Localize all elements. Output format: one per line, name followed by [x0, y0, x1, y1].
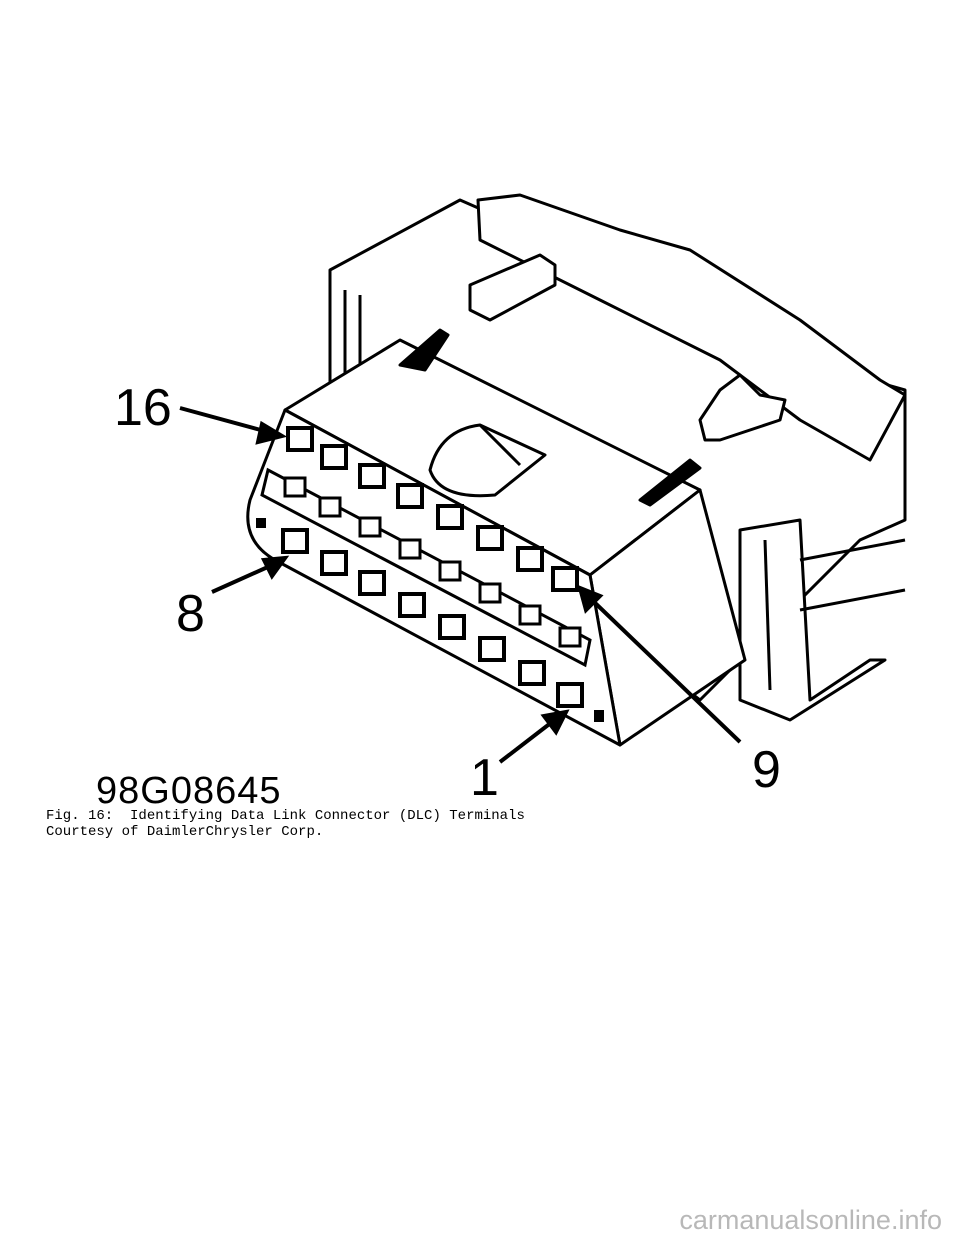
arrow-pin8: [211, 564, 271, 594]
leader-arrows: [179, 406, 742, 764]
watermark: carmanualsonline.info: [679, 1205, 942, 1235]
pin-1-label: 1: [470, 749, 499, 807]
latch-rail: [476, 193, 907, 462]
clip-hook: [698, 373, 787, 442]
pin-9-label: 9: [752, 741, 781, 799]
latch-tab: [468, 253, 557, 322]
pin-16-label: 16: [114, 379, 172, 437]
figure-credit: Courtesy of DaimlerChrysler Corp.: [46, 824, 324, 840]
pin-8-label: 8: [176, 585, 205, 643]
mounting-bracket: [738, 518, 887, 722]
figure-code: 98G08645: [96, 770, 282, 812]
figure-caption: Fig. 16: Identifying Data Link Connector…: [46, 808, 525, 824]
upper-pin-row: [286, 426, 579, 592]
arrow-pin16: [179, 406, 269, 434]
lower-pin-row: [281, 528, 584, 708]
arrow-pin1: [498, 720, 554, 764]
arrow-pin9: [590, 598, 742, 744]
dlc-connector-illustration: [179, 193, 907, 764]
key-ramp: [428, 423, 547, 498]
center-rib-row: [260, 467, 592, 668]
